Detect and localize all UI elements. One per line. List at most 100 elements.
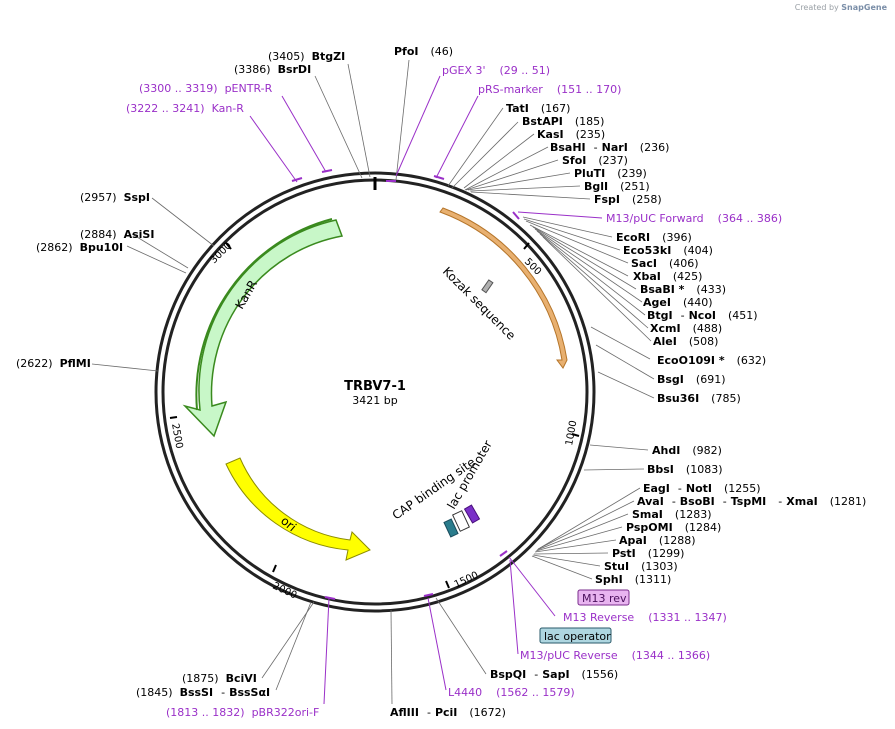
primer-marker-prs xyxy=(433,175,445,180)
site-bpu10I: (2862)Bpu10I xyxy=(36,241,123,254)
site-bssSI-sep: - xyxy=(221,686,225,699)
primer-pbr322[interactable]: (1813 .. 1832)pBR322ori-F xyxy=(166,706,319,719)
site-btgZI-name: BtgZI xyxy=(312,50,346,63)
site-xcmI-name: XcmI xyxy=(650,322,681,335)
tick-3000 xyxy=(225,242,232,250)
site-bsrDI: (3386)BsrDI xyxy=(234,63,311,76)
lac-promoter-box[interactable] xyxy=(452,510,470,532)
site-ecoO109I: EcoO109I *(632) xyxy=(657,354,766,367)
primer-line-pentr xyxy=(281,95,327,173)
site-eagI: EagI-NotI(1255) xyxy=(643,482,761,495)
site-bssSI-name: BssSI xyxy=(180,686,214,699)
leader-apaI xyxy=(534,539,617,553)
primer-kanr-range: (3222 .. 3241) xyxy=(126,102,205,115)
primer-pentr[interactable]: (3300 .. 3319)pENTR-R xyxy=(139,82,273,95)
tick-500 xyxy=(523,242,530,250)
site-sfoI-pos: (237) xyxy=(598,154,628,167)
site-avaI-sep2: - xyxy=(723,495,727,508)
site-bstAPI: BstAPI(185) xyxy=(522,115,604,128)
leader-btgI xyxy=(536,230,646,316)
kanR-outline xyxy=(195,218,333,411)
backbone-outer-ring xyxy=(154,171,596,613)
leader-bsaHI xyxy=(464,146,549,191)
site-kasI: KasI(235) xyxy=(537,128,605,141)
site-pspOMI-name: PspOMI xyxy=(626,521,673,534)
site-avaI-name: AvaI xyxy=(637,495,664,508)
site-pflMI-name: PflMI xyxy=(60,357,91,370)
site-aleI-name: AleI xyxy=(653,335,677,348)
site-bsrDI-name: BsrDI xyxy=(278,63,312,76)
site-sphI-name: SphI xyxy=(595,573,623,586)
site-pstI: PstI(1299) xyxy=(612,547,684,560)
site-tatI-pos: (167) xyxy=(541,102,571,115)
primer-m13pucrev-name: M13/pUC Reverse xyxy=(520,649,618,662)
site-xbaI-name: XbaI xyxy=(633,270,661,283)
site-fspI-pos: (258) xyxy=(632,193,662,206)
primer-m13reverse[interactable]: M13 Reverse(1331 .. 1347) xyxy=(563,611,727,624)
primer-l4440[interactable]: L4440(1562 .. 1579) xyxy=(448,686,575,699)
primer-line-prs xyxy=(435,95,479,179)
primer-m13reverse-range: (1331 .. 1347) xyxy=(648,611,727,624)
site-bciVI-pos: (1875) xyxy=(182,672,219,685)
primer-kanr[interactable]: (3222 .. 3241) Kan-R xyxy=(126,102,244,115)
kanR-arrow[interactable] xyxy=(182,219,344,438)
leader-bsu36I xyxy=(597,371,655,399)
leader-lines xyxy=(91,59,655,705)
m13rev-box[interactable] xyxy=(577,589,630,606)
leader-ahdI xyxy=(589,444,649,451)
site-bsaHI: BsaHI-NarI(236) xyxy=(550,141,669,154)
primer-prs-name: pRS-marker xyxy=(478,83,543,96)
plasmid-name: TRBV7-1 xyxy=(344,379,406,394)
site-xcmI: XcmI(488) xyxy=(650,322,722,335)
primer-m13fwd-name: M13/pUC Forward xyxy=(606,212,704,225)
primer-m13fwd[interactable]: M13/pUC Forward(364 .. 386) xyxy=(606,212,782,225)
leader-bglI xyxy=(469,185,581,192)
site-btgI: BtgI-NcoI(451) xyxy=(647,309,758,322)
site-bbsI: BbsI(1083) xyxy=(647,463,722,476)
m13rev-box-label: M13 rev xyxy=(582,592,627,605)
ori-arrow[interactable] xyxy=(225,457,371,561)
leader-bsgI xyxy=(595,344,655,380)
snapgene-logo: SnapGene xyxy=(841,3,887,12)
primer-prs[interactable]: pRS-marker (151 .. 170) xyxy=(478,83,621,96)
site-sspI: (2957)SspI xyxy=(80,191,150,204)
credit-prefix: Created by xyxy=(794,3,839,12)
site-bsgI-name: BsgI xyxy=(657,373,684,386)
site-sfoI-name: SfoI xyxy=(562,154,586,167)
leader-ecoO109I xyxy=(590,326,651,360)
site-pfoI: PfoI(46) xyxy=(394,45,453,58)
primer-markers xyxy=(291,169,520,600)
primer-pbr322-range: (1813 .. 1832) xyxy=(166,706,245,719)
leader-pspOMI xyxy=(535,526,623,552)
site-bsaBI: BsaBI *(433) xyxy=(640,283,726,296)
site-bbsI-pos: (1083) xyxy=(686,463,723,476)
site-fspI: FspI(258) xyxy=(594,193,662,206)
site-btgI-name: BtgI xyxy=(647,309,673,322)
primer-pentr-range: (3300 .. 3319) xyxy=(139,82,218,95)
kozak-arrow[interactable] xyxy=(439,207,568,369)
lac-operator-box[interactable] xyxy=(463,504,481,524)
primer-prs-range: (151 .. 170) xyxy=(557,83,622,96)
primer-pgex3[interactable]: pGEX 3'(29 .. 51) xyxy=(442,64,550,77)
primer-line-pgex3 xyxy=(395,75,441,177)
primer-kanr-name: Kan-R xyxy=(212,102,245,115)
lac-operator-label-box[interactable] xyxy=(539,627,612,644)
site-stuI-name: StuI xyxy=(604,560,629,573)
site-eagI-name: EagI xyxy=(643,482,670,495)
leader-bspQI xyxy=(435,597,487,675)
site-aflIII-name2: PciI xyxy=(435,706,457,719)
primer-m13pucrev[interactable]: M13/pUC Reverse(1344 .. 1366) xyxy=(520,649,710,662)
site-sspI-pos: (2957) xyxy=(80,191,117,204)
leader-sfoI xyxy=(465,159,559,191)
site-eagI-pos: (1255) xyxy=(724,482,761,495)
site-avaI-sep3: - xyxy=(778,495,782,508)
leader-btgZI xyxy=(347,63,371,178)
plasmid-length: 3421 bp xyxy=(352,394,397,407)
cap-binding-box[interactable] xyxy=(443,518,459,538)
leader-sacI xyxy=(525,220,629,264)
site-avaI-name3: TspMI xyxy=(731,495,767,508)
site-bciVI: (1875)BciVI xyxy=(182,672,257,685)
leader-pstI xyxy=(533,552,609,555)
leader-kasI xyxy=(463,133,535,189)
site-pluTI-pos: (239) xyxy=(617,167,647,180)
